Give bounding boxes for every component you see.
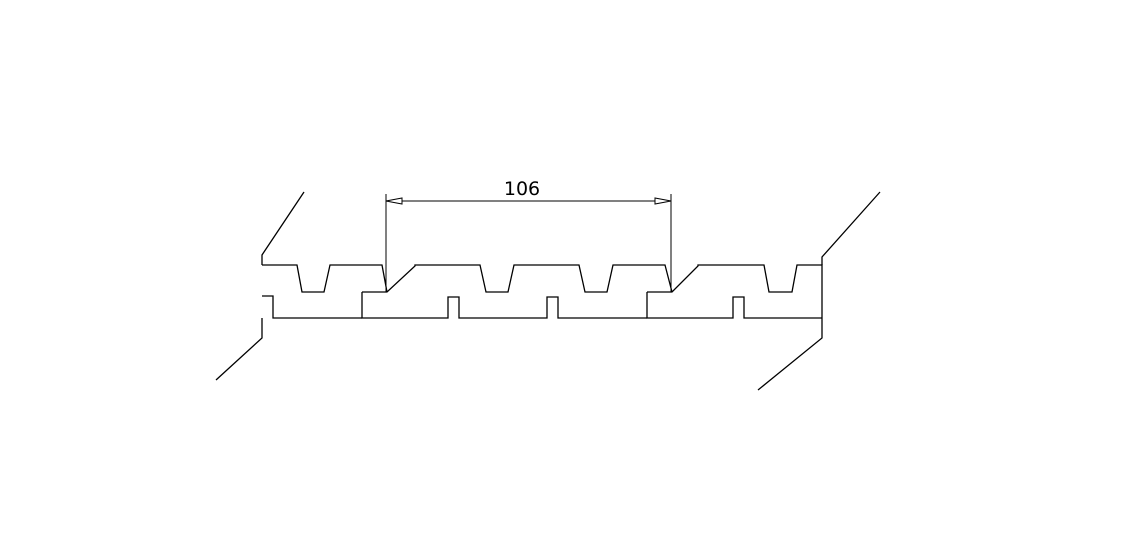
dimension-annotation: 106 [385, 178, 672, 292]
left-break-lines [215, 191, 305, 381]
panel-left [262, 264, 388, 319]
dimension-value: 106 [504, 178, 540, 200]
panel-middle-underside [361, 292, 647, 319]
panel-right-top-profile [647, 264, 823, 318]
left-break-line-lower [215, 318, 263, 381]
panel-right-underside [646, 292, 822, 319]
panel-left-underside [262, 295, 362, 319]
right-break-lines [757, 191, 881, 391]
right-break-line-upper [821, 191, 881, 265]
dimension-arrowhead-right [654, 197, 672, 205]
panel-right [646, 264, 823, 319]
panel-left-top-profile [262, 264, 388, 293]
panel-middle [361, 264, 673, 319]
left-break-line-upper [261, 191, 305, 265]
panel-middle-top-profile [362, 264, 673, 293]
right-break-line-lower [757, 318, 823, 391]
dimension-arrowhead-left [385, 197, 403, 205]
